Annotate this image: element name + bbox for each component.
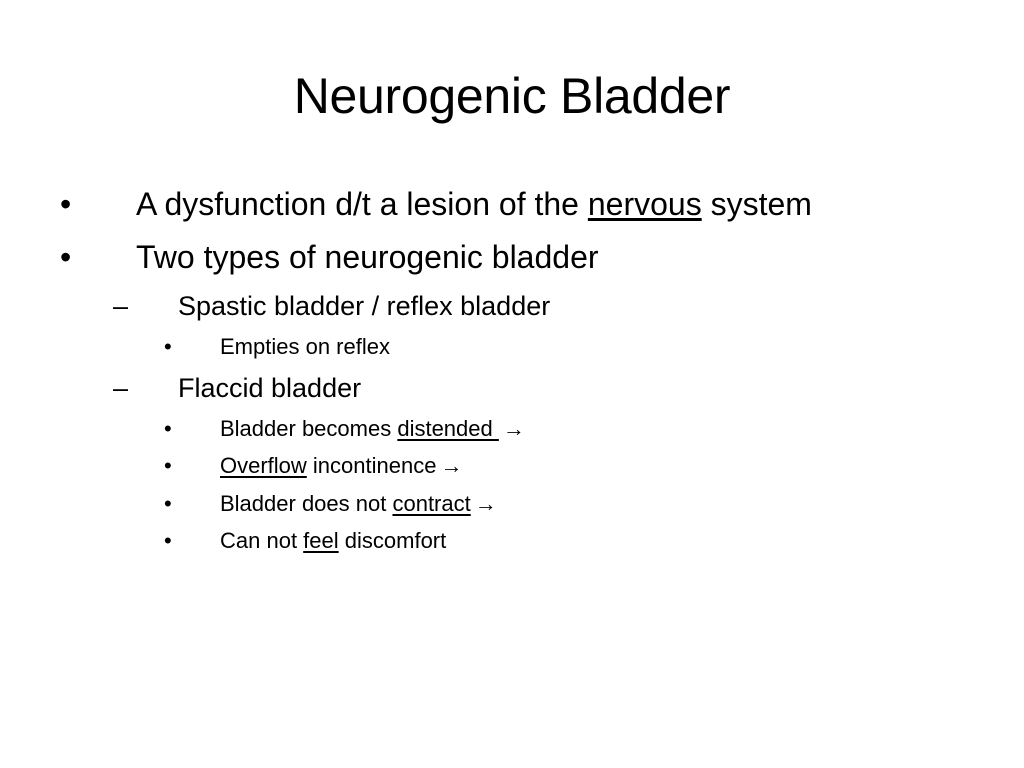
underlined-term: Overflow: [220, 453, 307, 478]
text-segment: Spastic bladder / reflex bladder: [178, 291, 551, 321]
bullet-marker: •: [164, 416, 172, 441]
sub-sub-bullet-text: Bladder does not contract→: [220, 490, 497, 518]
sub-sub-bullet-text: Overflow incontinence→: [220, 452, 462, 480]
bullet-text: Two types of neurogenic bladder: [136, 237, 599, 277]
text-segment: Bladder does not: [220, 491, 393, 516]
bullet-marker: •: [164, 334, 172, 359]
text-segment: Two types of neurogenic bladder: [136, 239, 599, 275]
underlined-term: distended: [397, 416, 499, 441]
arrow-right-icon: →: [502, 416, 525, 441]
sub-bullet-text: Flaccid bladder: [178, 371, 361, 405]
sub-bullet-text: Spastic bladder / reflex bladder: [178, 289, 550, 323]
text-segment: A dysfunction d/t a lesion of the: [136, 186, 588, 222]
arrow-right-icon: →: [440, 453, 463, 478]
bullet-marker: •: [164, 528, 172, 553]
bullet-text: A dysfunction d/t a lesion of the nervou…: [136, 184, 812, 224]
underlined-term: feel: [303, 528, 339, 553]
dash-marker: –: [113, 291, 129, 321]
bullet-marker: •: [60, 186, 72, 222]
text-segment: Empties on reflex: [220, 334, 390, 359]
arrow-right-icon: →: [474, 491, 497, 516]
dash-marker: –: [113, 373, 129, 403]
bullet-marker: •: [164, 453, 172, 478]
sub-sub-bullet-text: Can not feel discomfort: [220, 527, 446, 555]
text-segment: Can not: [220, 528, 304, 553]
text-segment: system: [701, 186, 812, 222]
underlined-term: nervous: [587, 186, 702, 222]
slide-title: Neurogenic Bladder: [293, 68, 731, 124]
sub-sub-bullet-text: Empties on reflex: [220, 333, 390, 361]
bullet-marker: •: [60, 239, 72, 275]
text-segment: Flaccid bladder: [178, 373, 362, 403]
bullet-marker: •: [164, 491, 172, 516]
text-segment: Bladder becomes: [220, 416, 398, 441]
text-segment: discomfort: [338, 528, 447, 553]
underlined-term: contract: [392, 491, 471, 516]
sub-sub-bullet-text: Bladder becomes distended →: [220, 415, 525, 443]
text-segment: incontinence: [306, 453, 437, 478]
